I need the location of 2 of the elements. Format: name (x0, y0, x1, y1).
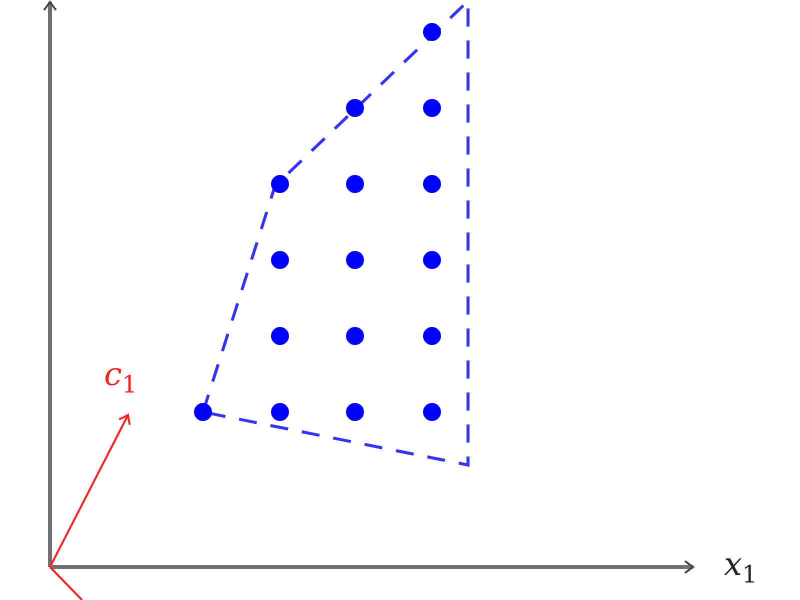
vector-label: c$_{1}$ (104, 358, 138, 396)
axis-label: x$_{1}$ (724, 548, 758, 586)
